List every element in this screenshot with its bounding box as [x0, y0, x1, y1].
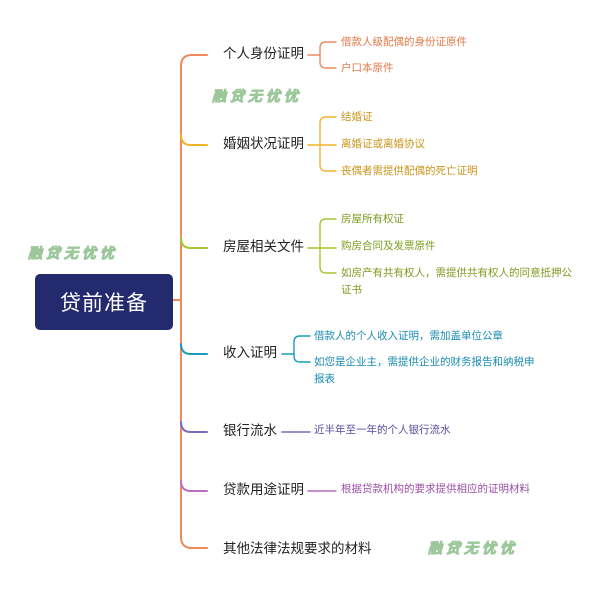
- branch-purpose: 贷款用途证明: [223, 482, 304, 498]
- leaf-connector-1-1: [319, 41, 337, 56]
- leaf-marriage-1: 结婚证: [341, 111, 373, 123]
- spine-bottom-curve: [180, 536, 193, 549]
- leaf-identity-1: 借款人级配偶的身份证原件: [341, 36, 467, 48]
- leaf-connector-4-1: [293, 335, 311, 355]
- leaf-marriage-2: 离婚证或离婚协议: [341, 138, 425, 150]
- leaf-connector-3-3: [319, 247, 337, 274]
- branch-income: 收入证明: [223, 345, 277, 361]
- branch-stem-3: [180, 237, 192, 249]
- branch-other: 其他法律法规要求的材料: [223, 541, 372, 557]
- leaf-connector-1-2: [319, 54, 337, 69]
- root-node: 贷前准备: [35, 274, 173, 330]
- branch-identity: 个人身份证明: [223, 46, 304, 62]
- leaf-connector-4-2: [293, 353, 311, 363]
- branch-bank: 银行流水: [223, 423, 277, 439]
- leaf-income-1: 借款人的个人收入证明，需加盖单位公章: [314, 330, 503, 342]
- leaf-bank-1: 近半年至一年的个人银行流水: [314, 424, 451, 436]
- leaf-purpose-1: 根据贷款机构的要求提供相应的证明材料: [341, 483, 530, 495]
- leaf-connector-2-3: [319, 144, 337, 172]
- branch-stem-6: [180, 480, 192, 492]
- branch-property: 房屋相关文件: [223, 239, 304, 255]
- leaf-connector-3-1: [319, 218, 337, 249]
- watermark-1: 融贷无忧忧: [212, 89, 302, 106]
- branch-marriage: 婚姻状况证明: [223, 136, 304, 152]
- spine-top-curve: [180, 54, 193, 67]
- leaf-identity-2: 户口本原件: [341, 62, 394, 74]
- branch-stem-5: [180, 421, 192, 433]
- watermark-2: 融贷无忧忧: [28, 246, 118, 263]
- leaf-property-1: 房屋所有权证: [341, 213, 404, 225]
- leaf-connector-2-1: [319, 116, 337, 146]
- leaf-marriage-3: 丧偶者需提供配偶的死亡证明: [341, 165, 478, 177]
- leaf-income-2: 如您是企业主，需提供企业的财务报告和纳税申报表: [314, 356, 535, 385]
- branch-stem-2: [180, 134, 192, 146]
- watermark-3: 融贷无忧忧: [428, 541, 518, 558]
- leaf-property-2: 购房合同及发票原件: [341, 240, 436, 252]
- leaf-property-3: 如房产有共有权人，需提供共有权人的同意抵押公证书: [341, 267, 572, 296]
- branch-stem-4: [180, 343, 192, 355]
